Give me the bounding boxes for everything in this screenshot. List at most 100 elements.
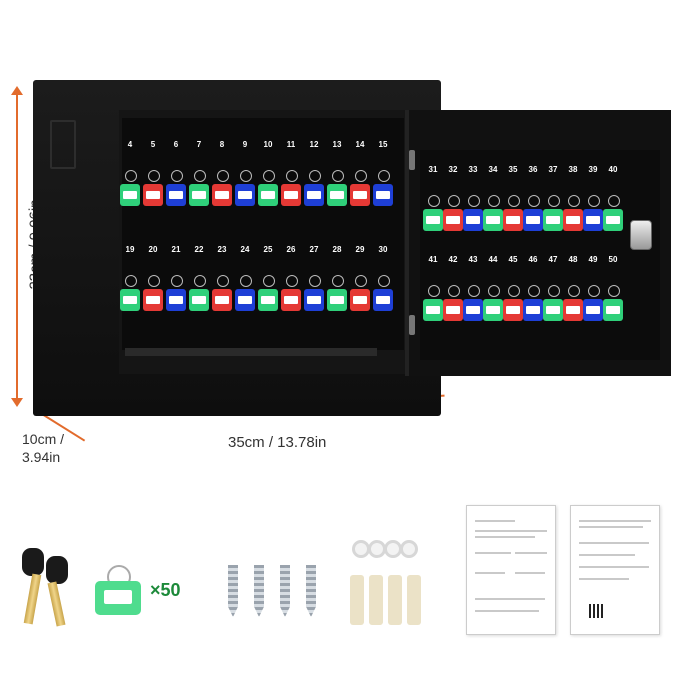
hook-number: 40 bbox=[608, 165, 618, 174]
key-tag[interactable] bbox=[583, 209, 603, 231]
hook-number: 36 bbox=[528, 165, 538, 174]
key-ring bbox=[355, 275, 367, 287]
key-ring bbox=[194, 170, 206, 182]
key-tag[interactable] bbox=[281, 184, 301, 206]
hook-number: 7 bbox=[196, 140, 202, 149]
key-tag[interactable] bbox=[258, 289, 278, 311]
key-tag[interactable] bbox=[463, 209, 483, 231]
hook-number: 22 bbox=[194, 245, 204, 254]
key-tag[interactable] bbox=[423, 209, 443, 231]
key-tag[interactable] bbox=[212, 289, 232, 311]
hook-number: 8 bbox=[219, 140, 225, 149]
key-tag[interactable] bbox=[463, 299, 483, 321]
key-tag[interactable] bbox=[235, 289, 255, 311]
tag-window bbox=[104, 590, 132, 604]
key-tag[interactable] bbox=[166, 184, 186, 206]
manual-line bbox=[475, 520, 515, 522]
key-head-2 bbox=[46, 556, 68, 584]
manual-line bbox=[515, 552, 547, 554]
key-tag[interactable] bbox=[503, 209, 523, 231]
key-tag[interactable] bbox=[443, 209, 463, 231]
key-tag[interactable] bbox=[503, 299, 523, 321]
key-tag[interactable] bbox=[523, 299, 543, 321]
height-arrow bbox=[16, 92, 18, 402]
key-tag[interactable] bbox=[189, 184, 209, 206]
key-tag[interactable] bbox=[563, 299, 583, 321]
hook-number: 37 bbox=[548, 165, 558, 174]
hook-number: 14 bbox=[355, 140, 365, 149]
shelf-rail-bottom bbox=[125, 348, 377, 356]
key-ring bbox=[217, 170, 229, 182]
key-tag[interactable] bbox=[443, 299, 463, 321]
key-ring bbox=[194, 275, 206, 287]
manual-line bbox=[475, 572, 505, 574]
key-tag[interactable] bbox=[350, 184, 370, 206]
hook-number: 35 bbox=[508, 165, 518, 174]
key-tag[interactable] bbox=[373, 184, 393, 206]
key-tag[interactable] bbox=[189, 289, 209, 311]
key-tag[interactable] bbox=[523, 209, 543, 231]
manual-line bbox=[515, 572, 545, 574]
key-tag[interactable] bbox=[143, 184, 163, 206]
hook-number: 26 bbox=[286, 245, 296, 254]
key-tag[interactable] bbox=[483, 299, 503, 321]
hook-number: 4 bbox=[127, 140, 133, 149]
key-tag[interactable] bbox=[327, 289, 347, 311]
door-lock[interactable] bbox=[630, 220, 652, 250]
manual-line bbox=[579, 520, 651, 522]
hook-number: 19 bbox=[125, 245, 135, 254]
key-tag[interactable] bbox=[304, 184, 324, 206]
key-tag[interactable] bbox=[327, 184, 347, 206]
key-tag[interactable] bbox=[212, 184, 232, 206]
key-tag[interactable] bbox=[120, 289, 140, 311]
key-tag[interactable] bbox=[166, 289, 186, 311]
hook-number: 12 bbox=[309, 140, 319, 149]
washer-set bbox=[352, 540, 422, 562]
qr-code-icon bbox=[589, 604, 603, 618]
hook-number: 5 bbox=[150, 140, 156, 149]
key-tag[interactable] bbox=[543, 299, 563, 321]
wall-anchor-icon bbox=[388, 575, 402, 625]
key-tag[interactable] bbox=[143, 289, 163, 311]
hook-number: 30 bbox=[378, 245, 388, 254]
key-ring bbox=[448, 195, 460, 207]
key-tag[interactable] bbox=[350, 289, 370, 311]
key-tag[interactable] bbox=[603, 299, 623, 321]
manual-line bbox=[579, 542, 649, 544]
key-ring bbox=[309, 275, 321, 287]
manual-line bbox=[475, 552, 511, 554]
width-label: 35cm / 13.78in bbox=[228, 434, 327, 451]
hook-number: 23 bbox=[217, 245, 227, 254]
hook-number: 45 bbox=[508, 255, 518, 264]
screw-icon bbox=[228, 565, 238, 617]
key-tag[interactable] bbox=[304, 289, 324, 311]
cabinet-back-wall bbox=[122, 118, 404, 350]
key-ring bbox=[548, 285, 560, 297]
key-tag[interactable] bbox=[563, 209, 583, 231]
hook-number: 28 bbox=[332, 245, 342, 254]
manual-line bbox=[579, 578, 629, 580]
key-tag[interactable] bbox=[120, 184, 140, 206]
manual-line bbox=[579, 566, 649, 568]
hook-number: 10 bbox=[263, 140, 273, 149]
key-tag[interactable] bbox=[603, 209, 623, 231]
key-tag[interactable] bbox=[543, 209, 563, 231]
key-ring bbox=[263, 170, 275, 182]
key-tag[interactable] bbox=[373, 289, 393, 311]
key-tag[interactable] bbox=[483, 209, 503, 231]
manual-line bbox=[475, 536, 535, 538]
key-ring bbox=[378, 170, 390, 182]
key-tag[interactable] bbox=[423, 299, 443, 321]
key-tag[interactable] bbox=[258, 184, 278, 206]
hook-number: 43 bbox=[468, 255, 478, 264]
hook-number: 29 bbox=[355, 245, 365, 254]
key-ring bbox=[125, 170, 137, 182]
key-tag[interactable] bbox=[281, 289, 301, 311]
key-ring bbox=[148, 170, 160, 182]
key-ring bbox=[286, 170, 298, 182]
key-tag[interactable] bbox=[583, 299, 603, 321]
hook-number: 47 bbox=[548, 255, 558, 264]
key-ring bbox=[528, 285, 540, 297]
key-tag[interactable] bbox=[235, 184, 255, 206]
